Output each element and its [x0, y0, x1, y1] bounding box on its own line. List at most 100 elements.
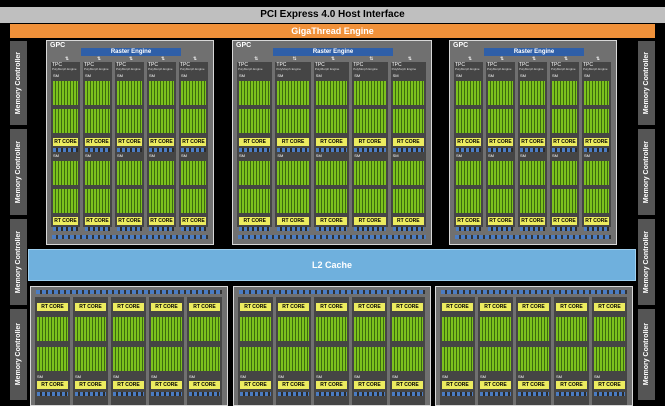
polymorph-link-icon: ⇅ — [64, 56, 70, 62]
rt-core: RT CORE — [315, 217, 348, 225]
sm-label: SM — [584, 153, 590, 158]
rt-core: RT CORE — [442, 303, 473, 311]
rt-core: RT CORE — [113, 381, 144, 389]
cuda-cores — [113, 347, 144, 371]
rt-core: RT CORE — [456, 138, 481, 146]
cuda-cores — [181, 81, 206, 105]
texture-units — [181, 148, 206, 152]
cuda-cores — [240, 347, 271, 371]
tpc-label: TPC — [116, 62, 126, 68]
l2-cache: L2 Cache — [28, 249, 636, 281]
rt-core: RT CORE — [239, 138, 271, 146]
gpc-top-strip — [36, 290, 222, 294]
texture-units — [315, 227, 348, 231]
sm-label: SM — [442, 374, 448, 379]
sm-label: SM — [520, 153, 526, 158]
texture-units — [456, 148, 481, 152]
cuda-cores — [520, 109, 545, 133]
cuda-cores — [277, 109, 309, 133]
rt-core: RT CORE — [442, 381, 473, 389]
rt-core: RT CORE — [151, 381, 182, 389]
rt-core: RT CORE — [117, 138, 142, 146]
texture-units — [520, 148, 545, 152]
cuda-cores — [456, 109, 481, 133]
rt-core: RT CORE — [189, 381, 220, 389]
tpc-label: TPC — [519, 62, 529, 68]
cuda-cores — [442, 317, 473, 341]
texture-units — [117, 227, 142, 231]
cuda-cores — [149, 189, 174, 213]
sm-label: SM — [278, 374, 284, 379]
sm-label: SM — [480, 374, 486, 379]
texture-units — [354, 227, 386, 231]
rt-core: RT CORE — [392, 381, 423, 389]
polymorph-engine-label: PolyMorph Engine — [391, 67, 417, 71]
cuda-cores — [53, 81, 78, 105]
gpc-top-strip — [239, 290, 425, 294]
sm-label: SM — [518, 374, 524, 379]
texture-units — [277, 148, 309, 152]
sm-label: SM — [392, 153, 399, 158]
rt-core: RT CORE — [556, 381, 587, 389]
tpc-label: TPC — [455, 62, 465, 68]
cuda-cores — [354, 347, 385, 371]
texture-units — [53, 227, 78, 231]
cuda-cores — [488, 189, 513, 213]
cuda-cores — [315, 109, 348, 133]
cuda-cores — [149, 161, 174, 185]
cuda-cores — [456, 189, 481, 213]
rt-core: RT CORE — [149, 217, 174, 225]
rt-core: RT CORE — [354, 381, 385, 389]
cuda-cores — [53, 189, 78, 213]
sm-label: SM — [354, 153, 361, 158]
polymorph-link-icon: ⇅ — [330, 56, 336, 62]
rt-core: RT CORE — [181, 217, 206, 225]
cuda-cores — [37, 347, 68, 371]
texture-units — [239, 227, 271, 231]
texture-units — [442, 392, 473, 396]
texture-units — [488, 227, 513, 231]
cuda-cores — [480, 317, 511, 341]
sm-label: SM — [456, 153, 462, 158]
sm-label: SM — [584, 73, 590, 78]
tpc-label: TPC — [180, 62, 190, 68]
cuda-cores — [354, 189, 386, 213]
rt-core: RT CORE — [354, 217, 386, 225]
rt-core: RT CORE — [316, 381, 347, 389]
cuda-cores — [488, 161, 513, 185]
polymorph-link-icon: ⇅ — [467, 56, 473, 62]
polymorph-engine-label: PolyMorph Engine — [519, 67, 544, 71]
texture-units — [85, 227, 110, 231]
tpc-label: TPC — [52, 62, 62, 68]
tpc-label: TPC — [314, 62, 325, 68]
cuda-cores — [239, 161, 271, 185]
cuda-cores — [151, 317, 182, 341]
cuda-cores — [392, 317, 423, 341]
polymorph-link-icon: ⇅ — [192, 56, 198, 62]
rt-core: RT CORE — [75, 303, 106, 311]
pcie-host-interface: PCI Express 4.0 Host Interface — [0, 7, 665, 23]
cuda-cores — [239, 189, 271, 213]
rt-core: RT CORE — [584, 138, 609, 146]
rt-core: RT CORE — [584, 217, 609, 225]
polymorph-link-icon: ⇅ — [128, 56, 134, 62]
cuda-cores — [442, 347, 473, 371]
cuda-cores — [277, 161, 309, 185]
rt-core: RT CORE — [518, 303, 549, 311]
cuda-cores — [278, 317, 309, 341]
cuda-cores — [354, 81, 386, 105]
gpc-label: GPC — [50, 42, 66, 49]
sm-label: SM — [456, 73, 462, 78]
rt-core: RT CORE — [456, 217, 481, 225]
cuda-cores — [594, 347, 625, 371]
cuda-cores — [315, 189, 348, 213]
sm-label: SM — [315, 153, 322, 158]
polymorph-engine-label: PolyMorph Engine — [238, 67, 263, 71]
cuda-cores — [518, 347, 549, 371]
sm-label: SM — [85, 73, 91, 78]
